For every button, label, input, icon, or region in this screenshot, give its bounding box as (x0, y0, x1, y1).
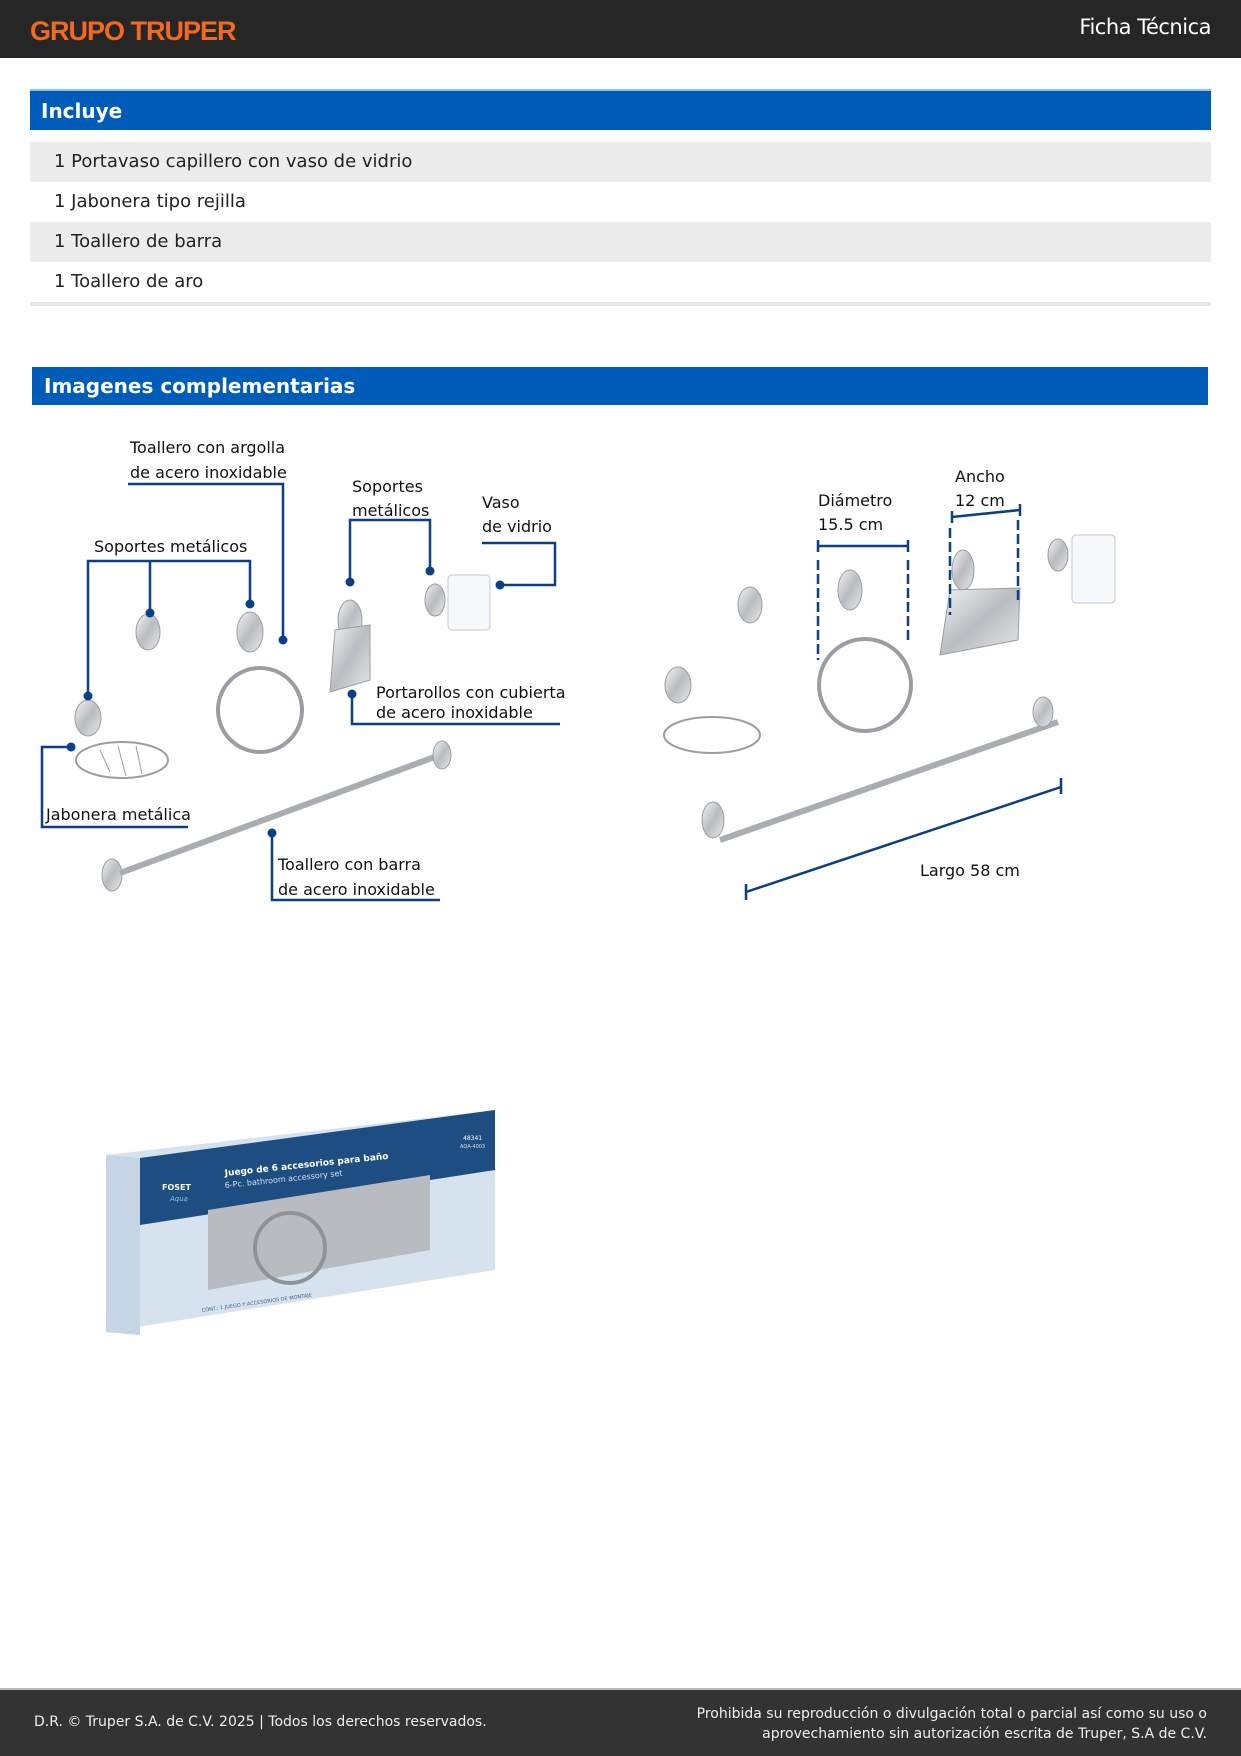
package-model: AQA-4003 (460, 1144, 485, 1150)
package-window (208, 1175, 430, 1290)
footer: D.R. © Truper S.A. de C.V. 2025 | Todos … (0, 1688, 1241, 1756)
logo: GRUPO TRUPER (30, 16, 237, 46)
header-bar: GRUPO TRUPER Ficha Técnica (0, 0, 1241, 58)
callout-roll-2: de acero inoxidable (376, 703, 533, 722)
legal-notice: Prohibida su reproducción o divulgación … (697, 1704, 1207, 1744)
callout-supports-right-2: metálicos (352, 501, 429, 520)
section-title-includes: Incluye (30, 89, 1211, 130)
dimension-lines (744, 504, 1063, 900)
list-item: 1 Toallero de barra (30, 222, 1211, 262)
document-type: Ficha Técnica (1079, 15, 1211, 39)
includes-list: 1 Portavaso capillero con vaso de vidrio… (30, 142, 1211, 306)
callout-bar: Toallero con barra (277, 855, 421, 874)
callout-dots (66, 566, 505, 838)
callout-supports-right: Soportes (352, 477, 423, 496)
list-item: 1 Toallero de aro (54, 271, 204, 292)
callout-ring: Toallero con argolla (129, 438, 285, 457)
callout-bar-2: de acero inoxidable (278, 880, 435, 899)
callout-ring-2: de acero inoxidable (130, 463, 287, 482)
copyright: D.R. © Truper S.A. de C.V. 2025 | Todos … (34, 1714, 487, 1730)
section-title-images: Imagenes complementarias (32, 367, 1208, 405)
package-line: Aqua (169, 1195, 188, 1203)
package-brand: FOSET (162, 1183, 191, 1192)
products-illustration (74, 574, 491, 892)
list-item: 1 Jabonera tipo rejilla (54, 191, 246, 212)
package-image: Juego de 6 accesorios para baño 6-Pc. ba… (106, 1110, 495, 1335)
dimensions-image: Diámetro 15.5 cm Ancho 12 cm Largo 58 cm (663, 467, 1116, 900)
package-code: 48341 (463, 1135, 482, 1142)
callout-supports-left: Soportes metálicos (94, 537, 247, 556)
callout-glass-2: de vidrio (482, 517, 552, 536)
callout-glass: Vaso (482, 493, 520, 512)
legal-notice-line-2: aprovechamiento sin autorización escrita… (762, 1726, 1207, 1742)
products-illustration (663, 534, 1116, 843)
callout-lines (40, 482, 560, 902)
dimension-length: Largo 58 cm (920, 861, 1020, 880)
package-band (140, 1110, 495, 1225)
legal-notice-line-1: Prohibida su reproducción o divulgación … (696, 1706, 1207, 1722)
callout-soap: Jabonera metálica (45, 805, 191, 824)
package-side (106, 1155, 140, 1335)
dimension-width-label: Ancho (955, 467, 1005, 486)
dimension-diameter-label: Diámetro (818, 491, 892, 510)
features-image: Toallero con argolla de acero inoxidable… (40, 438, 566, 902)
dimension-diameter-value: 15.5 cm (818, 515, 883, 534)
dimension-width-value: 12 cm (955, 491, 1005, 510)
callout-roll: Portarollos con cubierta (376, 683, 566, 702)
list-item: 1 Portavaso capillero con vaso de vidrio (30, 142, 1211, 182)
